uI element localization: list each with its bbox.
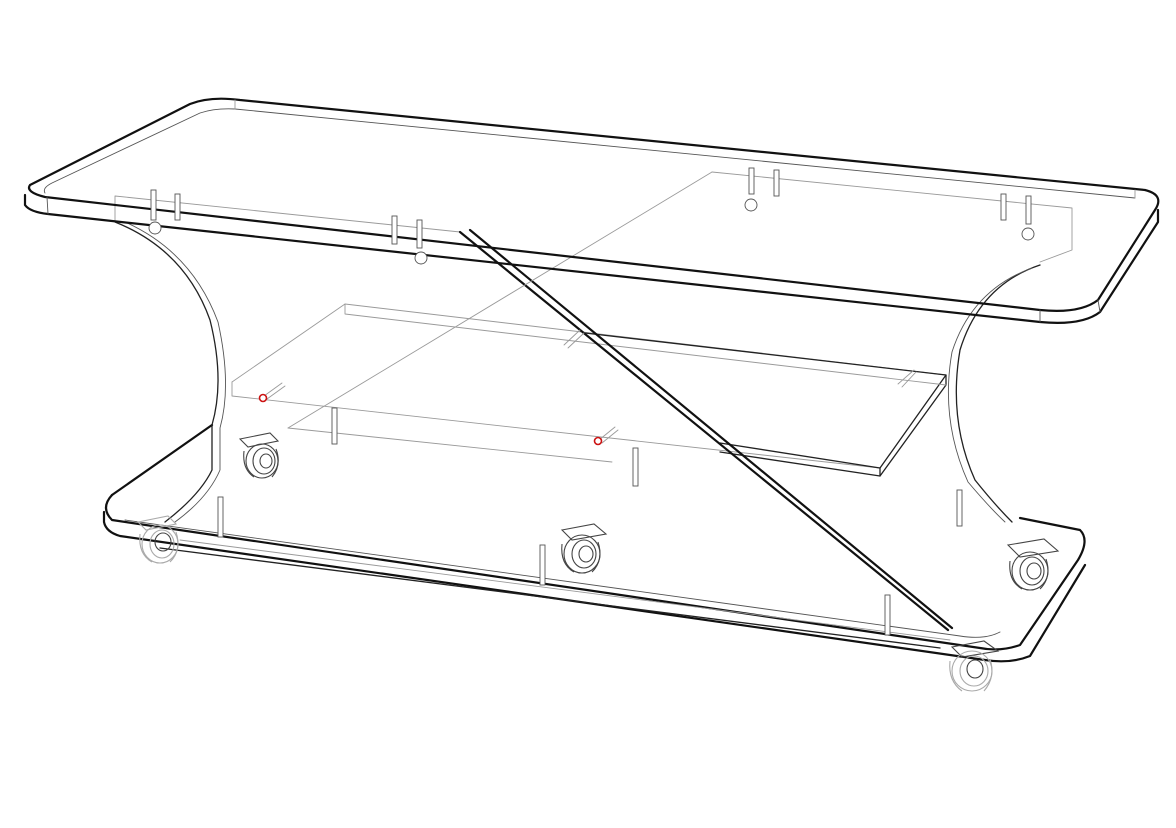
swivel-caster-icon	[1006, 538, 1060, 591]
shelf-pin	[563, 329, 585, 349]
pin-group	[1000, 193, 1035, 241]
casters	[136, 432, 1060, 692]
pin	[632, 447, 639, 487]
bottom-shelf	[102, 423, 1087, 663]
swivel-caster-icon	[238, 432, 280, 479]
swivel-caster-icon	[949, 640, 1000, 692]
highlighted-bolts	[258, 382, 619, 446]
bolt-icon	[258, 382, 286, 403]
pin	[884, 594, 891, 636]
swivel-caster-icon	[560, 523, 608, 574]
left-side-panel	[114, 195, 461, 523]
pin	[331, 407, 338, 445]
middle-shelf	[231, 303, 947, 477]
pin	[217, 496, 224, 538]
shelf-pin	[897, 369, 917, 388]
diagonal-brace	[287, 171, 954, 632]
pin-group	[148, 189, 181, 235]
bolt-icon	[593, 426, 619, 446]
pin	[956, 489, 963, 527]
swivel-caster-icon	[136, 515, 179, 564]
right-side-panel	[711, 171, 1073, 523]
top-shelf	[23, 97, 1160, 324]
pin	[539, 544, 546, 586]
pin-group	[391, 215, 428, 265]
pins	[148, 167, 1035, 636]
pin-group	[744, 167, 780, 212]
